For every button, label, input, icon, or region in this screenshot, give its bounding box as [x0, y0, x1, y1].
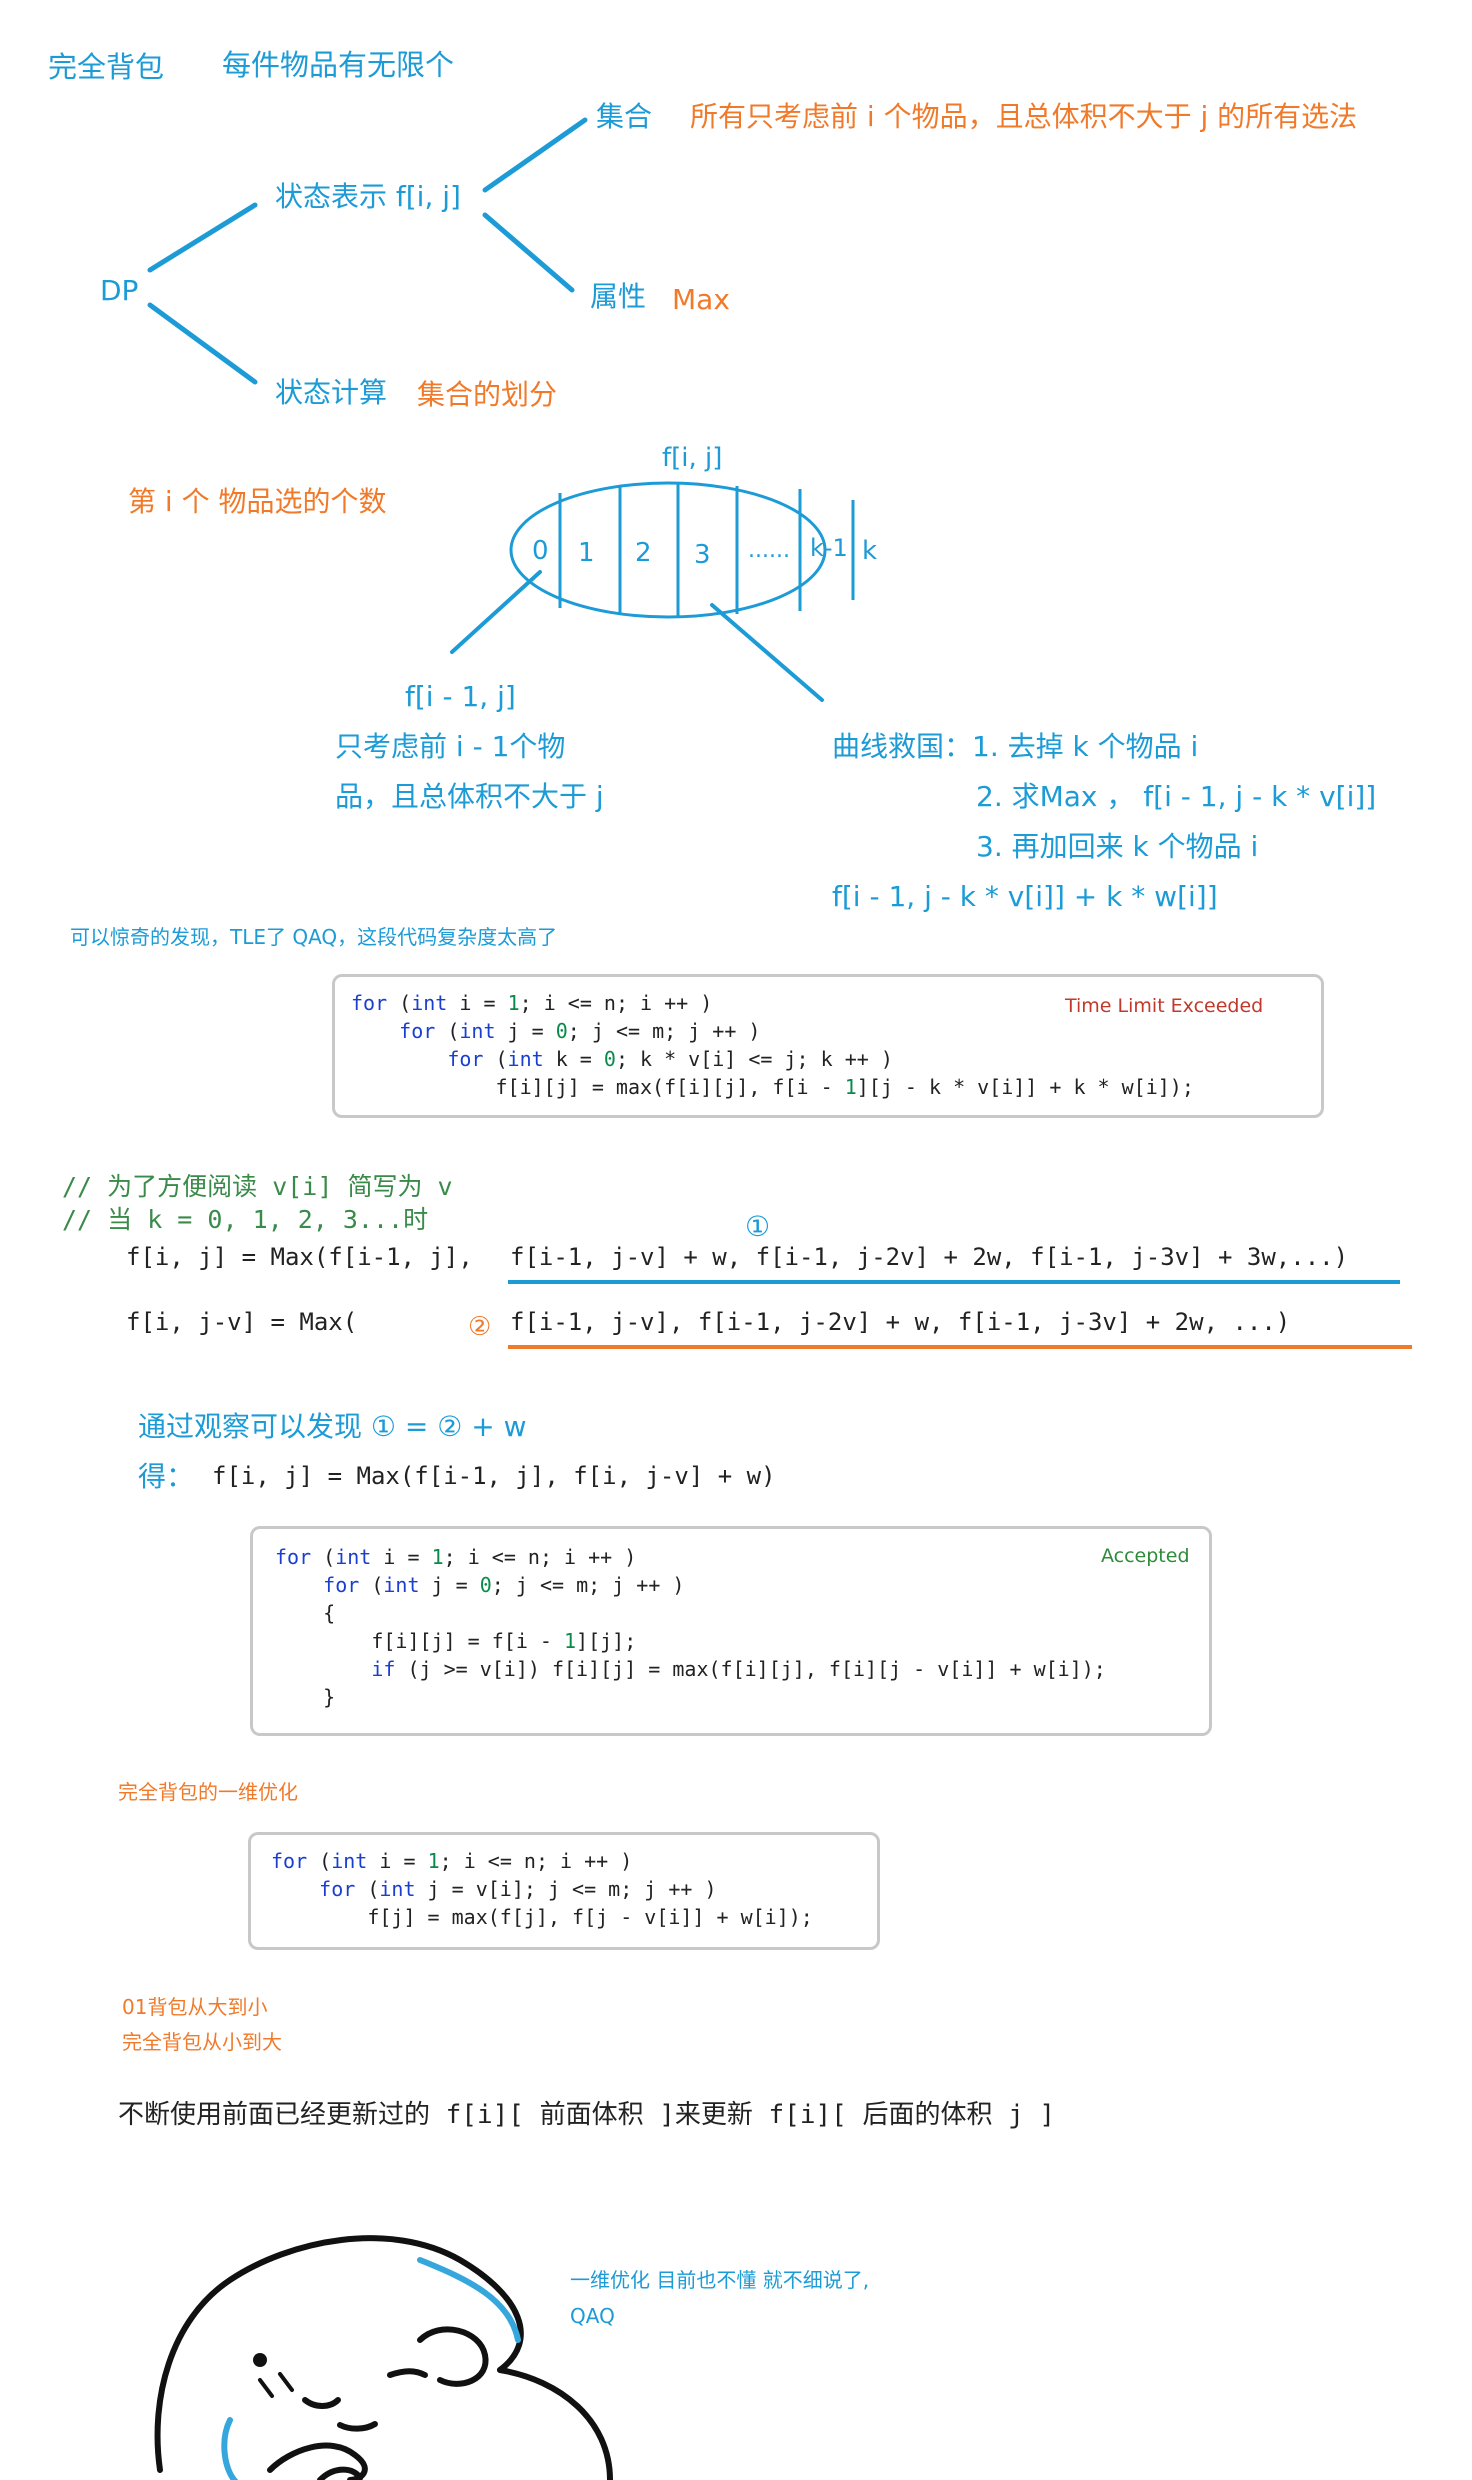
tree-state-repr: 状态表示 f[i, j]	[275, 180, 461, 213]
tree-attr-value: Max	[672, 283, 730, 316]
tle-note: 可以惊奇的发现，TLE了 QAQ，这段代码复杂度太高了	[70, 925, 558, 949]
code-block-1d: for (int i = 1; i <= n; i ++ ) for (int …	[248, 1832, 880, 1950]
tree-edge-root-calc	[147, 302, 258, 385]
ending-note-2: QAQ	[570, 2304, 615, 2328]
eq1-lhs: f[i, j] = Max(f[i-1, j],	[126, 1243, 473, 1271]
mark-1: ①	[745, 1210, 771, 1243]
eq2-rhs: f[i-1, j-v], f[i-1, j-2v] + w, f[i-1, j-…	[510, 1308, 1291, 1336]
order-note-01: 01背包从大到小	[122, 1995, 268, 2019]
partition-ellipse	[509, 481, 827, 619]
update-note: 不断使用前面已经更新过的 f[i][ 前面体积 ]来更新 f[i][ 后面的体积…	[118, 2100, 1056, 2130]
code-1d-text: for (int i = 1; i <= n; i ++ ) for (int …	[271, 1849, 813, 1929]
comment-1: // 为了方便阅读 v[i] 简写为 v	[62, 1172, 453, 1201]
code-block-tle: Time Limit Exceeded for (int i = 1; i <=…	[332, 974, 1324, 1118]
ending-note-1: 一维优化 目前也不懂 就不细说了,	[570, 2268, 870, 2292]
tree-state-calc: 状态计算	[275, 376, 388, 409]
opt-title: 完全背包的一维优化	[118, 1780, 298, 1804]
tree-set-desc: 所有只考虑前 i 个物品，且总体积不大于 j 的所有选法	[690, 100, 1358, 133]
page-subtitle: 每件物品有无限个	[222, 48, 455, 82]
page-title: 完全背包	[48, 50, 165, 84]
right-step-4: f[i - 1, j - k * v[i]] + k * w[i]]	[832, 880, 1218, 913]
result-prefix: 得：	[138, 1460, 195, 1493]
code-tle-text: for (int i = 1; i <= n; i ++ ) for (int …	[351, 991, 1194, 1099]
mark-2: ②	[468, 1312, 492, 1342]
partition-cell: 3	[694, 540, 711, 570]
observation: 通过观察可以发现 ① = ② + w	[138, 1410, 527, 1443]
pointer-left	[450, 570, 542, 654]
left-title: f[i - 1, j]	[405, 680, 516, 713]
right-step-3: 3. 再加回来 k 个物品 i	[976, 830, 1259, 863]
right-step-2: 2. 求Max ， f[i - 1, j - k * v[i]]	[976, 780, 1377, 813]
eq2-lhs: f[i, j-v] = Max(	[126, 1308, 358, 1336]
partition-cell: 2	[635, 538, 652, 568]
status-tle: Time Limit Exceeded	[1065, 995, 1264, 1017]
right-step-1: 曲线救国：1. 去掉 k 个物品 i	[832, 730, 1199, 763]
tree-state-calc-desc: 集合的划分	[417, 378, 558, 411]
partition-cell: k	[862, 536, 878, 566]
tree-root: DP	[100, 274, 139, 307]
result-equation: f[i, j] = Max(f[i-1, j], f[i, j-v] + w)	[212, 1462, 776, 1490]
partition-cell: 0	[532, 536, 549, 566]
tree-set-label: 集合	[596, 100, 653, 133]
eq1-rhs: f[i-1, j-v] + w, f[i-1, j-2v] + 2w, f[i-…	[510, 1243, 1349, 1271]
status-accepted: Accepted	[1101, 1545, 1190, 1567]
partition-top-label: f[i, j]	[662, 443, 723, 473]
code-accepted-text: for (int i = 1; i <= n; i ++ ) for (int …	[275, 1545, 1106, 1709]
left-desc-1: 只考虑前 i - 1个物	[335, 730, 566, 763]
comment-2: // 当 k = 0, 1, 2, 3...时	[62, 1205, 429, 1234]
tree-edge-state-set	[482, 117, 588, 193]
tree-edge-state-attr	[482, 212, 575, 293]
code-block-accepted: Accepted for (int i = 1; i <= n; i ++ ) …	[250, 1526, 1212, 1736]
partition-cell: k-1	[810, 534, 848, 562]
pointer-right	[710, 603, 824, 702]
partition-caption: 第 i 个 物品选的个数	[128, 485, 387, 518]
partition-cell: ......	[748, 538, 790, 563]
tree-attr-label: 属性	[590, 280, 647, 313]
order-note-complete: 完全背包从小到大	[122, 2030, 282, 2054]
left-desc-2: 品，且总体积不大于 j	[335, 780, 604, 813]
tree-edge-root-state	[147, 202, 258, 273]
partition-cell: 1	[578, 538, 595, 568]
sleeping-blob-illustration	[154, 2235, 613, 2480]
